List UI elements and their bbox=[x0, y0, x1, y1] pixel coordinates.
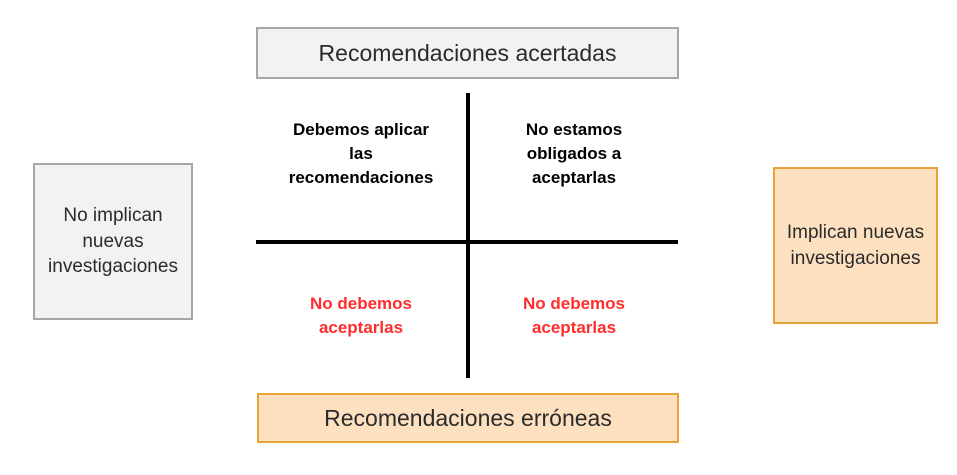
quadrant-bottom-left: No debemos aceptarlas bbox=[256, 244, 466, 388]
axis-label-right: Implican nuevas investigaciones bbox=[773, 167, 938, 324]
quadrant-top-right: No estamos obligados a aceptarlas bbox=[470, 96, 678, 240]
horizontal-axis-line bbox=[256, 240, 678, 244]
vertical-axis-line bbox=[466, 93, 470, 378]
axis-label-bottom: Recomendaciones erróneas bbox=[257, 393, 679, 443]
quadrant-top-left-text: Debemos aplicar las recomendaciones bbox=[288, 120, 434, 188]
axis-label-bottom-text: Recomendaciones erróneas bbox=[324, 404, 612, 431]
quadrant-bottom-right-text: No debemos aceptarlas bbox=[522, 294, 626, 338]
axis-label-top-text: Recomendaciones acertadas bbox=[318, 39, 617, 66]
quadrant-top-right-text: No estamos obligados a aceptarlas bbox=[525, 120, 623, 188]
axis-label-top: Recomendaciones acertadas bbox=[256, 27, 679, 79]
quadrant-top-left: Debemos aplicar las recomendaciones bbox=[256, 96, 466, 240]
axis-label-left: No implican nuevas investigaciones bbox=[33, 163, 193, 320]
quadrant-bottom-right: No debemos aceptarlas bbox=[470, 244, 678, 388]
axis-label-left-text: No implican nuevas investigaciones bbox=[48, 205, 178, 278]
axis-label-right-text: Implican nuevas investigaciones bbox=[786, 222, 925, 269]
quadrant-bottom-left-text: No debemos aceptarlas bbox=[309, 294, 413, 338]
